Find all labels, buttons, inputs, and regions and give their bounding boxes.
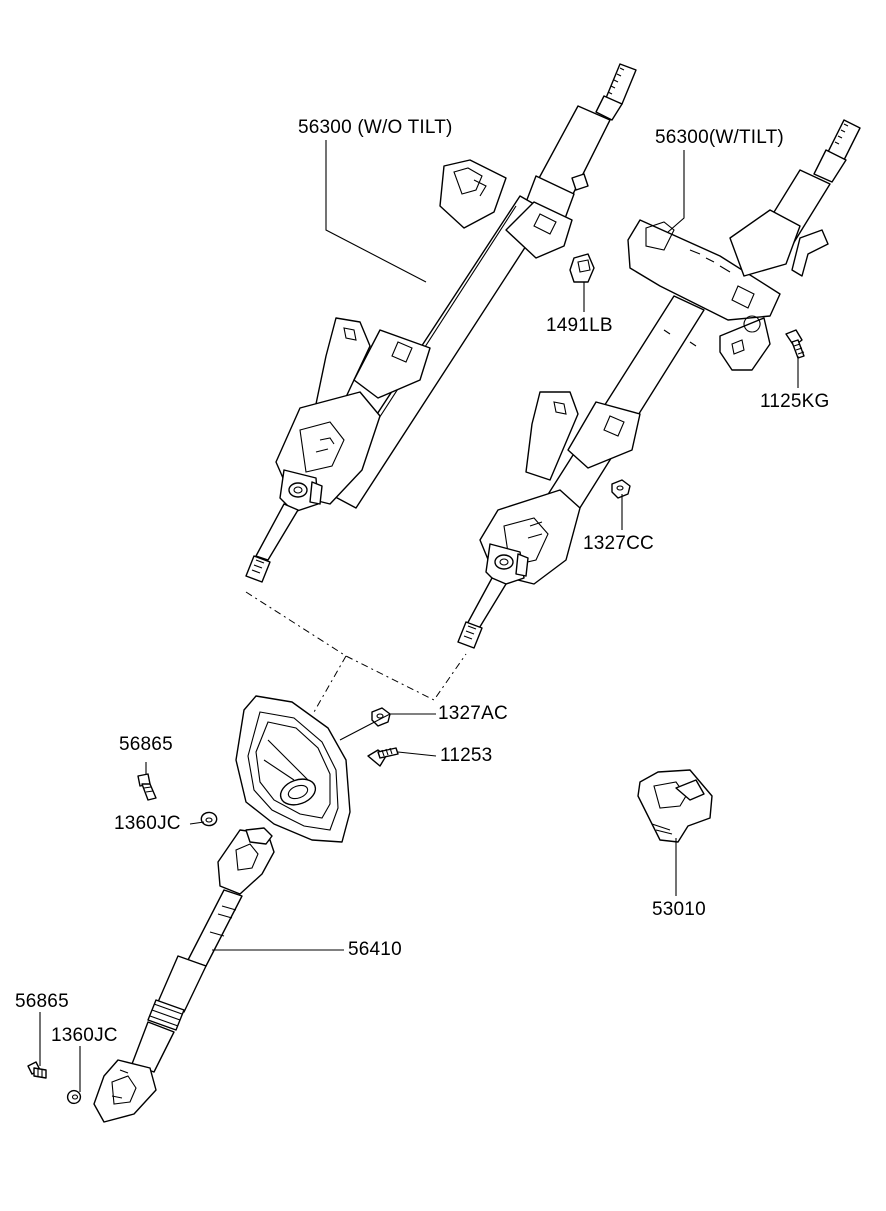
- label-1327ac: 1327AC: [438, 703, 508, 724]
- leader-lines: [39, 140, 799, 1092]
- bolt-56865-lower-icon: [27, 1061, 47, 1079]
- steering-column-without-tilt: [245, 63, 637, 583]
- nut-1327ac-icon: [371, 707, 391, 727]
- steering-column-with-tilt: [457, 119, 861, 649]
- label-column-w-tilt: 56300(W/TILT): [655, 127, 784, 148]
- label-56865-lower: 56865: [15, 991, 69, 1012]
- clip-1360jc-lower-icon: [66, 1089, 82, 1105]
- bolt-11253-icon: [367, 747, 399, 767]
- label-53010: 53010: [652, 899, 706, 920]
- label-1125kg: 1125KG: [760, 391, 830, 412]
- clip-1360jc-upper-icon: [200, 811, 218, 827]
- intermediate-shaft: [93, 827, 275, 1123]
- label-1327cc: 1327CC: [583, 533, 654, 554]
- bolt-56865-upper-icon: [137, 773, 157, 801]
- label-1491lb: 1491LB: [546, 315, 613, 336]
- label-56865-upper: 56865: [119, 734, 173, 755]
- label-1360jc-lower: 1360JC: [51, 1025, 118, 1046]
- label-56410: 56410: [348, 939, 402, 960]
- switch-53010: [637, 769, 713, 843]
- label-1360jc-upper: 1360JC: [114, 813, 181, 834]
- column-boot-plate: [235, 695, 351, 843]
- label-11253: 11253: [440, 745, 493, 766]
- nut-1327cc-icon: [611, 479, 631, 499]
- bolt-1125kg-icon: [785, 329, 805, 359]
- label-column-wo-tilt: 56300 (W/O TILT): [298, 117, 453, 138]
- alignment-line: [245, 591, 467, 713]
- bolt-1491lb-icon: [569, 253, 595, 283]
